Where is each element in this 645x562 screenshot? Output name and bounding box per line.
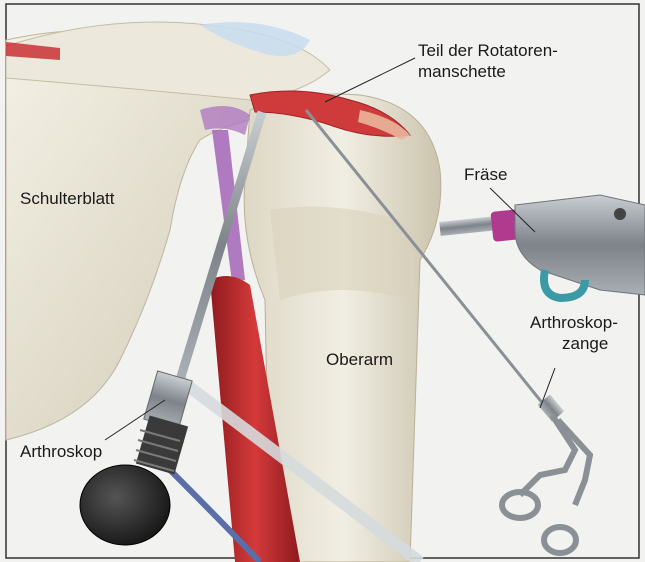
humeral-head-shadow — [270, 207, 413, 300]
label-grasper-line1: Arthroskop- — [530, 312, 618, 333]
label-rotator-cuff-line2: manschette — [418, 61, 558, 82]
label-grasper: Arthroskop- zange — [530, 312, 618, 354]
label-burr: Fräse — [464, 164, 507, 185]
label-humerus: Oberarm — [326, 349, 393, 370]
label-rotator-cuff-line1: Teil der Rotatoren- — [418, 40, 558, 61]
label-rotator-cuff: Teil der Rotatoren- manschette — [418, 40, 558, 82]
label-arthroscope: Arthroskop — [20, 441, 102, 462]
label-grasper-line2: zange — [530, 333, 618, 354]
label-scapula: Schulterblatt — [20, 188, 115, 209]
